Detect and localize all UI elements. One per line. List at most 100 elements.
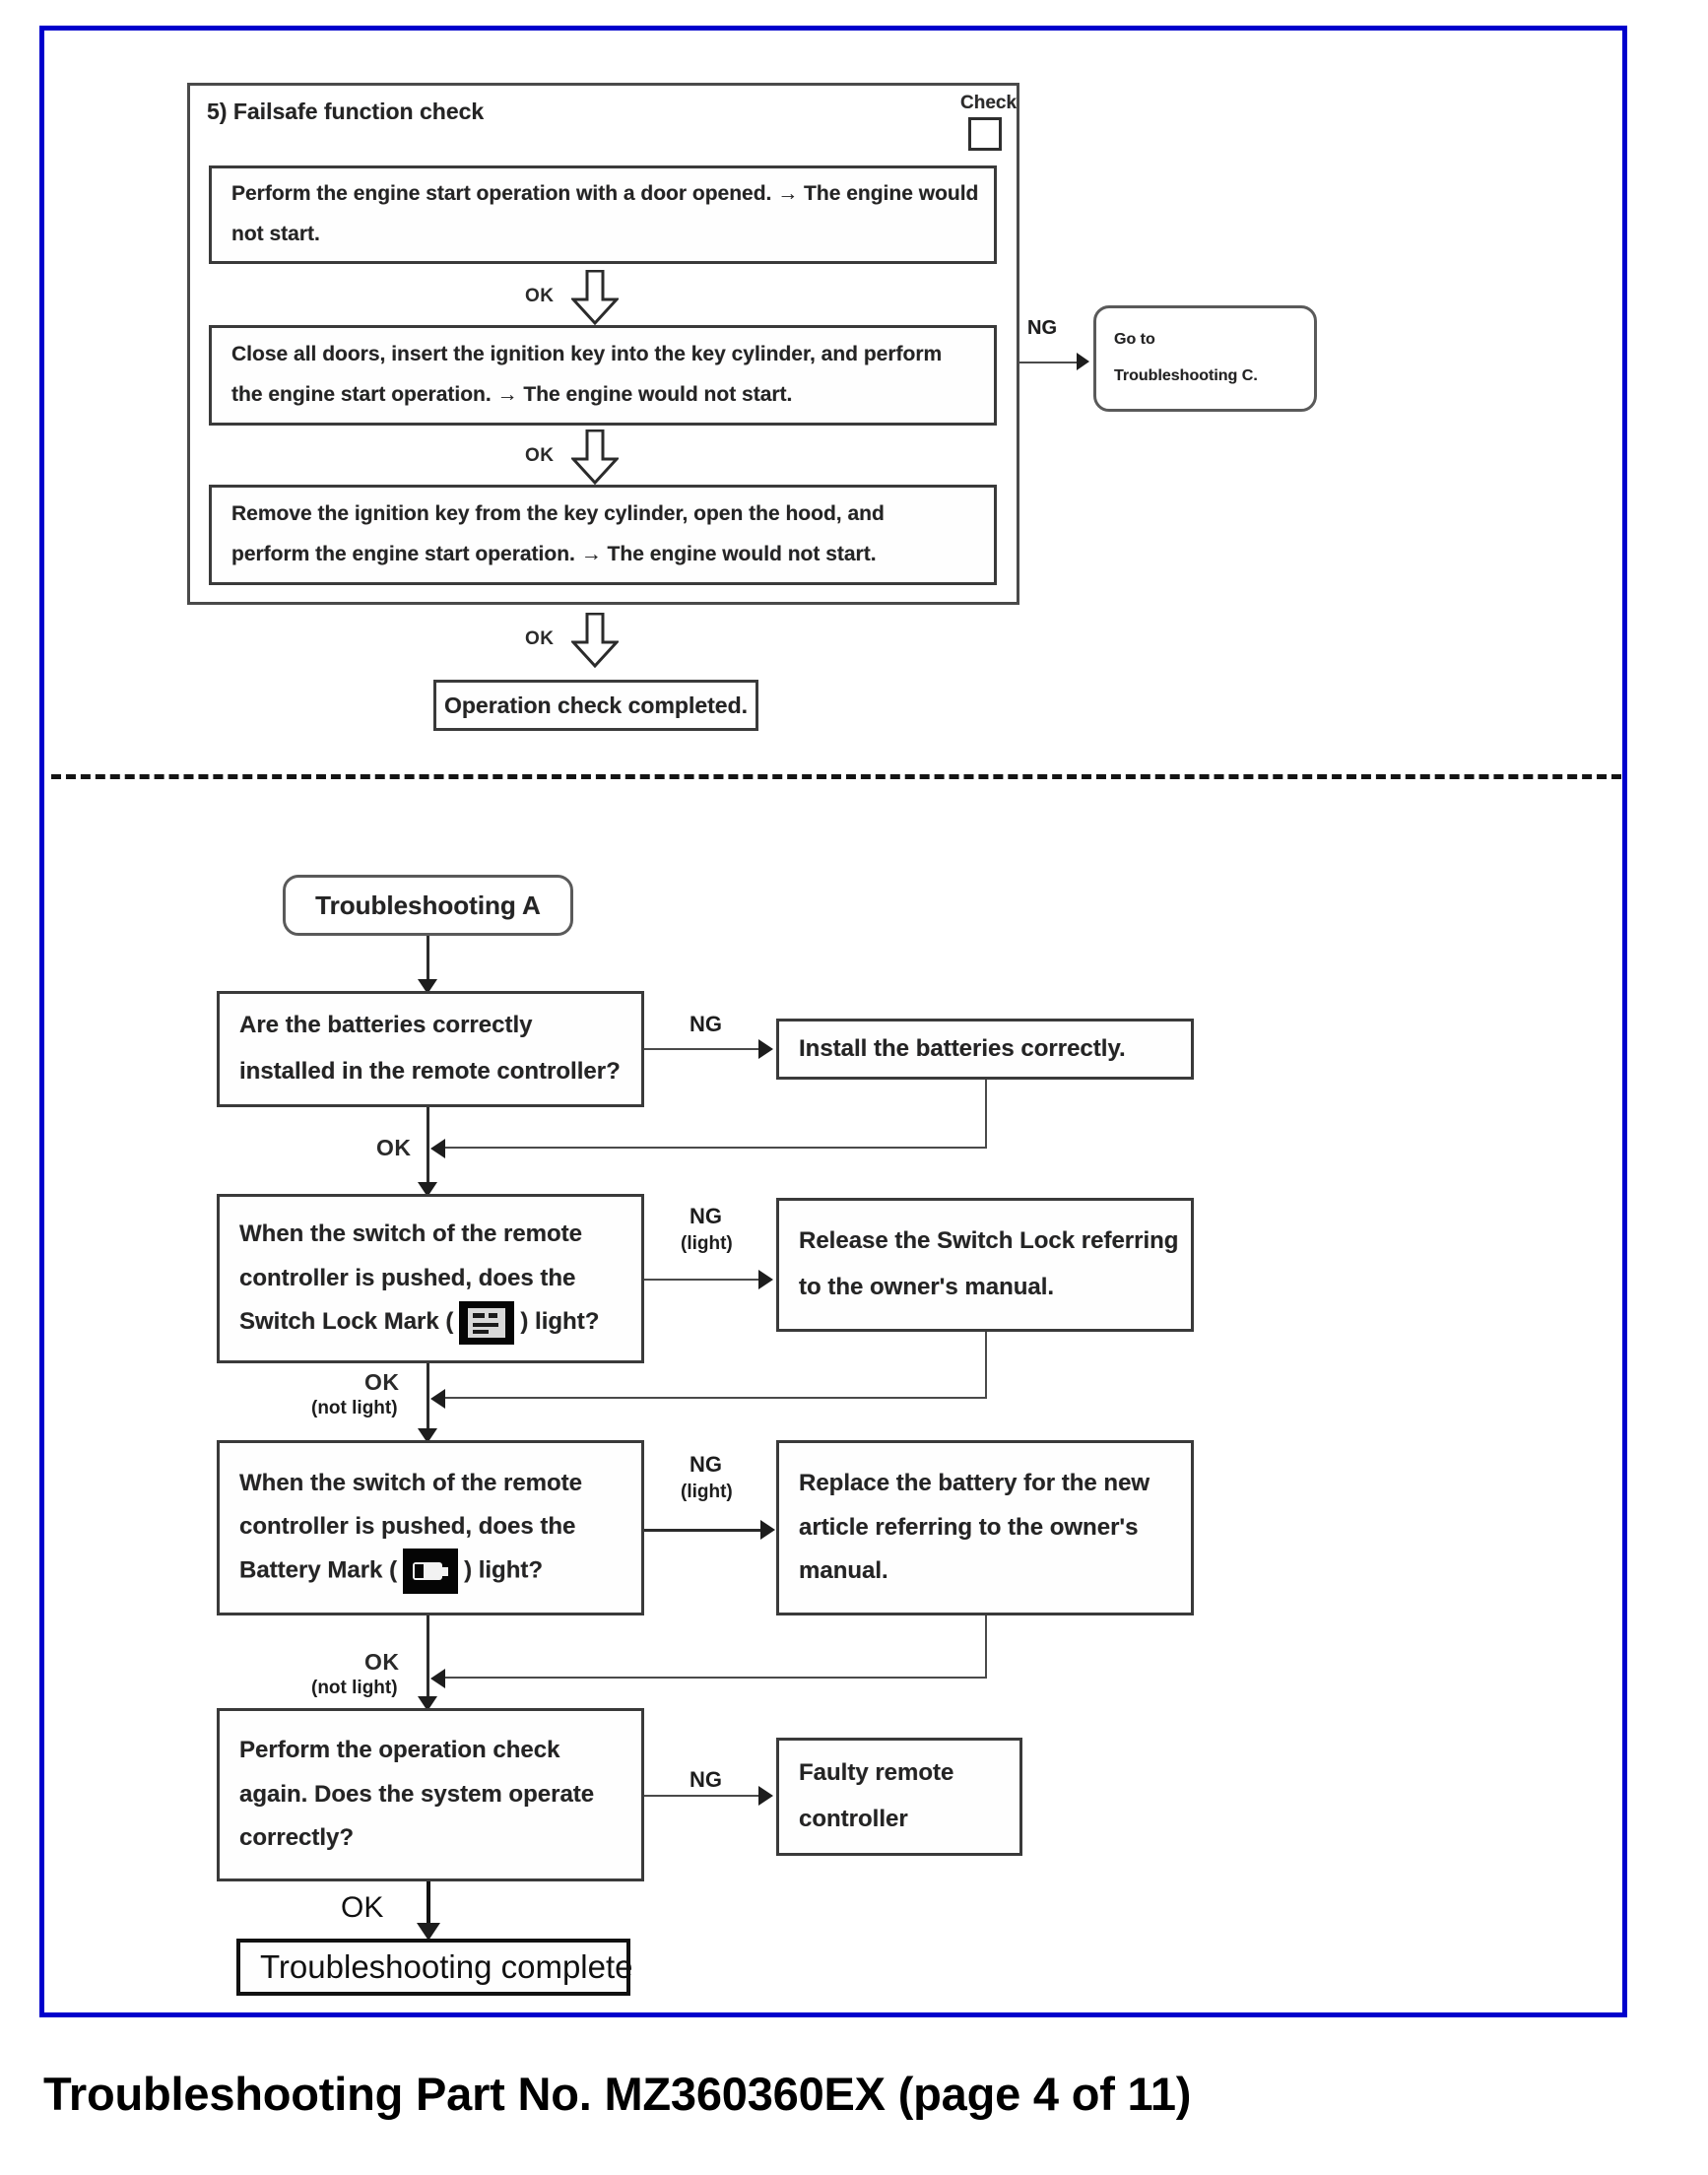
step1-ok-label: OK	[376, 1135, 412, 1160]
step4-to-complete-arrow	[417, 1923, 440, 1941]
step2-ng-arrow	[758, 1270, 773, 1289]
failsafe-step-3-box: Remove the ignition key from the key cyl…	[209, 485, 997, 585]
troubleshooting-complete-label: Troubleshooting complete	[260, 1947, 633, 1985]
step2-action-line-1: Release the Switch Lock referring	[799, 1227, 1179, 1255]
failsafe-step-3-line-1: Remove the ignition key from the key cyl…	[231, 502, 885, 526]
step4-action-line-2: controller	[799, 1806, 908, 1832]
start-to-step1-arrow	[418, 979, 437, 994]
ng-connector-line	[1019, 362, 1081, 363]
failsafe-step-1-line-1: Perform the engine start operation with …	[231, 182, 979, 206]
step1-return-vline	[985, 1080, 987, 1149]
goto-line-1: Go to	[1114, 331, 1155, 349]
step3-ng-sublabel: (light)	[681, 1482, 733, 1502]
step4-question-line-2: again. Does the system operate	[239, 1780, 595, 1808]
step2-ng-line	[644, 1279, 762, 1281]
switch-lock-glyph-3	[473, 1322, 499, 1327]
step2-to-step3-line	[427, 1363, 429, 1438]
step3-action-line-1: Replace the battery for the new	[799, 1470, 1150, 1497]
step3-ok-label: OK	[364, 1649, 400, 1675]
step3-to-step4-line	[427, 1615, 429, 1704]
failsafe-heading: 5) Failsafe function check	[207, 99, 485, 124]
operation-check-completed-box: Operation check completed.	[433, 680, 758, 731]
step2-ok-sublabel: (not light)	[311, 1398, 398, 1418]
step1-question-box: Are the batteries correctly installed in…	[217, 991, 644, 1107]
failsafe-step-1-box: Perform the engine start operation with …	[209, 165, 997, 264]
step1-to-step2-arrow	[418, 1182, 437, 1197]
step2-ng-sublabel: (light)	[681, 1233, 733, 1254]
step3-question-box: When the switch of the remote controller…	[217, 1440, 644, 1615]
step3-ok-sublabel: (not light)	[311, 1678, 398, 1698]
step3-action-box: Replace the battery for the new article …	[776, 1440, 1194, 1615]
step3-question-line-3: Battery Mark ( ) light?	[239, 1549, 622, 1595]
step4-question-line-1: Perform the operation check	[239, 1737, 560, 1764]
step3-question-line-2: controller is pushed, does the	[239, 1513, 576, 1540]
step1-ng-line	[644, 1048, 762, 1050]
step2-question-line-2: controller is pushed, does the	[239, 1264, 576, 1291]
step3-ng-label: NG	[690, 1452, 722, 1477]
switch-lock-mark-icon	[459, 1300, 515, 1345]
step2-to-step3-arrow	[418, 1428, 437, 1443]
step3-to-step4-arrow	[418, 1696, 437, 1711]
step3-question-line-3-pre: Battery Mark (	[239, 1556, 398, 1584]
step1-ng-arrow	[758, 1039, 773, 1059]
failsafe-ng-label: NG	[1027, 317, 1057, 339]
failsafe-ok-label-2: OK	[525, 445, 555, 466]
step4-question-box: Perform the operation check again. Does …	[217, 1708, 644, 1881]
troubleshooting-complete-box: Troubleshooting complete	[236, 1939, 633, 1996]
step4-to-complete-line	[427, 1881, 430, 1935]
block-arrow-down-2	[571, 429, 619, 485]
step3-action-line-2: article referring to the owner's	[799, 1513, 1139, 1541]
step2-return-hline	[443, 1397, 987, 1399]
step2-question-line-3: Switch Lock Mark ( ) light?	[239, 1300, 622, 1345]
block-arrow-down-1	[571, 270, 619, 325]
step3-return-hline	[443, 1677, 987, 1679]
step1-question-line-2: installed in the remote controller?	[239, 1058, 621, 1085]
failsafe-step-2-line-2: the engine start operation. → The engine…	[231, 383, 793, 406]
failsafe-step-2-box: Close all doors, insert the ignition key…	[209, 325, 997, 426]
switch-lock-glyph-4	[473, 1329, 490, 1334]
failsafe-ok-label-1: OK	[525, 286, 555, 306]
step3-question-line-1: When the switch of the remote	[239, 1469, 583, 1496]
step1-action-box: Install the batteries correctly.	[776, 1019, 1194, 1080]
step1-action-label: Install the batteries correctly.	[799, 1034, 1126, 1062]
failsafe-step-2-line-1: Close all doors, insert the ignition key…	[231, 343, 943, 366]
troubleshooting-a-start-box: Troubleshooting A	[283, 875, 573, 936]
failsafe-ok-label-3: OK	[525, 628, 555, 649]
step1-return-arrow	[430, 1139, 445, 1158]
step4-question-line-3: correctly?	[239, 1824, 355, 1852]
step3-ng-line	[644, 1529, 766, 1532]
step2-question-line-1: When the switch of the remote	[239, 1220, 583, 1248]
step1-ng-label: NG	[690, 1012, 722, 1036]
footer-caption: Troubleshooting Part No. MZ360360EX (pag…	[43, 2068, 1192, 2120]
step2-action-line-2: to the owner's manual.	[799, 1274, 1055, 1300]
step2-return-arrow	[430, 1389, 445, 1409]
step4-action-box: Faulty remote controller	[776, 1738, 1022, 1856]
battery-mark-tip	[441, 1567, 449, 1577]
step2-ok-label: OK	[364, 1369, 400, 1395]
troubleshooting-a-start-label: Troubleshooting A	[315, 890, 541, 920]
failsafe-step-1-line-2: not start.	[231, 223, 320, 245]
step2-question-line-3-pre: Switch Lock Mark (	[239, 1308, 454, 1336]
step3-return-vline	[985, 1615, 987, 1679]
step1-return-hline	[443, 1147, 987, 1149]
step2-action-box: Release the Switch Lock referring to the…	[776, 1198, 1194, 1332]
battery-mark-notch	[415, 1564, 425, 1579]
step4-ok-label: OK	[341, 1891, 384, 1924]
step4-ng-label: NG	[690, 1767, 722, 1792]
step2-question-line-3-post: ) light?	[520, 1308, 600, 1336]
step4-action-line-1: Faulty remote	[799, 1759, 954, 1787]
check-label: Check	[960, 93, 1018, 113]
check-checkbox[interactable]	[968, 117, 1002, 151]
step2-ng-label: NG	[690, 1204, 722, 1228]
failsafe-step-3-line-2: perform the engine start operation. → Th…	[231, 543, 877, 565]
step3-return-arrow	[430, 1669, 445, 1688]
step4-ng-line	[644, 1795, 762, 1797]
step3-question-line-3-post: ) light?	[464, 1556, 544, 1584]
goto-troubleshooting-c-box: Go to Troubleshooting C.	[1093, 305, 1317, 412]
ng-arrow-head	[1077, 353, 1089, 370]
start-to-step1-line	[427, 936, 429, 987]
step4-ng-arrow	[758, 1786, 773, 1806]
goto-line-2: Troubleshooting C.	[1114, 367, 1258, 384]
step2-return-vline	[985, 1332, 987, 1399]
block-arrow-down-3	[571, 613, 619, 668]
